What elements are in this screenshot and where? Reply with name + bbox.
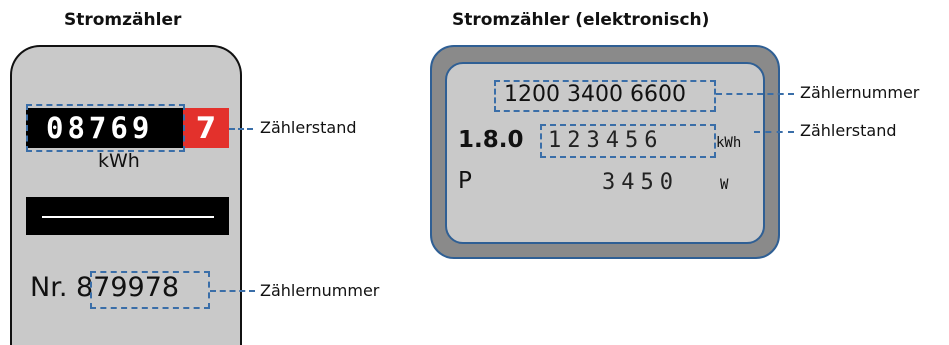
reading-callout-label: Zählerstand [260,118,357,137]
mechanical-meter-title: Stromzähler [64,10,182,30]
electronic-number-highlight-box [494,80,716,112]
counter-last-digit: 7 [183,108,229,148]
electronic-meter-number: 1200 3400 6600 [504,82,686,107]
meter-number-text: Nr. 879978 [30,272,179,303]
meter-number-value: 879978 [76,272,180,303]
electronic-reading: 123456 [548,128,664,153]
rotor-disc-line [42,216,214,218]
number-highlight-box [90,271,210,309]
electronic-meter-title: Stromzähler (elektronisch) [452,10,710,30]
power-label: P [458,168,472,194]
unit-label: kWh [98,150,140,172]
power-value: 3450 [602,170,679,195]
number-callout-label: Zählernummer [260,281,380,300]
electronic-number-callout-line [716,93,794,95]
mechanical-meter-body [10,45,242,345]
meter-number-prefix: Nr. [30,272,68,303]
obis-code: 1.8.0 [458,127,524,153]
electronic-reading-callout-label: Zählerstand [800,121,897,140]
electronic-reading-unit: kWh [716,135,742,151]
electronic-reading-highlight-box [540,124,716,158]
power-unit: W [720,177,729,193]
counter-digits: 08769 [46,111,154,145]
electronic-number-callout-label: Zählernummer [800,83,920,102]
electronic-meter-display [445,62,765,244]
reading-highlight-box [26,104,185,152]
electronic-reading-callout-line [754,131,794,133]
reading-callout-line [229,128,253,130]
number-callout-line [210,290,255,292]
